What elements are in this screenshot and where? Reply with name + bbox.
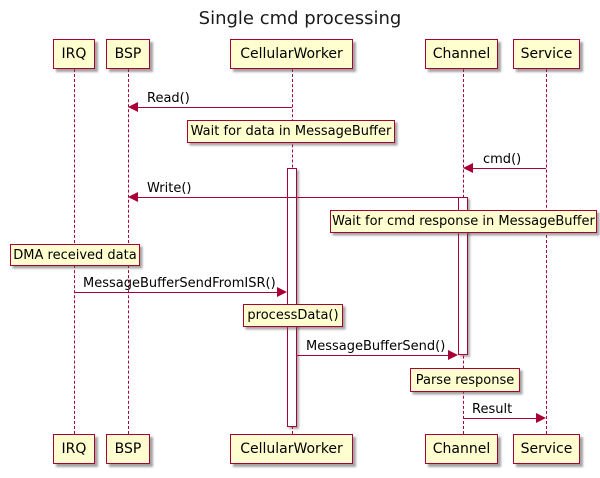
message-label-result: Result <box>472 402 513 417</box>
message-line-messagebuffersend <box>297 355 449 356</box>
message-line-result <box>463 418 537 419</box>
arrowhead-right-icon <box>448 350 458 360</box>
participant-bsp-bottom: BSP <box>106 434 150 464</box>
participant-label: BSP <box>114 441 142 457</box>
participant-label: BSP <box>114 46 142 62</box>
note-wait-for-data: Wait for data in MessageBuffer <box>187 120 395 143</box>
note-text: DMA received data <box>13 247 137 263</box>
arrowhead-left-icon <box>463 163 473 173</box>
participant-channel-bottom: Channel <box>425 434 498 464</box>
message-label-read: Read() <box>147 91 190 106</box>
message-label-messagebuffersend: MessageBufferSend() <box>306 339 446 354</box>
participant-label: Service <box>520 441 573 457</box>
participant-service-top: Service <box>513 39 580 69</box>
arrowhead-right-icon <box>536 413 546 423</box>
participant-cellularworker-bottom: CellularWorker <box>230 434 353 464</box>
note-dma-received-data: DMA received data <box>10 244 140 266</box>
arrowhead-right-icon <box>277 287 287 297</box>
note-text: Wait for data in MessageBuffer <box>190 124 392 139</box>
activation-cellularworker <box>287 168 297 427</box>
participant-label: CellularWorker <box>240 441 343 457</box>
note-text: Wait for cmd response in MessageBuffer <box>332 214 595 229</box>
lifeline-service <box>546 69 547 434</box>
note-wait-for-cmd-response: Wait for cmd response in MessageBuffer <box>330 210 597 233</box>
arrowhead-left-icon <box>128 192 138 202</box>
participant-channel-top: Channel <box>425 39 498 69</box>
participant-irq-top: IRQ <box>53 39 95 69</box>
participant-irq-bottom: IRQ <box>53 434 95 464</box>
participant-label: Service <box>520 46 573 62</box>
participant-service-bottom: Service <box>513 434 580 464</box>
activation-channel <box>458 197 468 355</box>
arrowhead-left-icon <box>128 102 138 112</box>
diagram-title: Single cmd processing <box>198 8 402 29</box>
participant-label: CellularWorker <box>240 46 343 62</box>
participant-label: Channel <box>432 441 491 457</box>
note-parse-response: Parse response <box>410 368 520 392</box>
note-text: processData() <box>247 308 339 323</box>
message-label-cmd: cmd() <box>483 152 522 167</box>
participant-bsp-top: BSP <box>106 39 150 69</box>
message-line-read <box>137 107 292 108</box>
participant-label: Channel <box>432 46 491 62</box>
note-processdata: processData() <box>243 304 343 327</box>
note-text: Parse response <box>415 372 515 388</box>
message-label-messagebuffersendfromisr: MessageBufferSendFromISR() <box>83 276 276 291</box>
message-line-cmd <box>472 168 546 169</box>
participant-label: IRQ <box>61 441 87 457</box>
message-line-messagebuffersendfromisr <box>74 292 278 293</box>
participant-cellularworker-top: CellularWorker <box>230 39 353 69</box>
message-line-write <box>137 197 458 198</box>
participant-label: IRQ <box>61 46 87 62</box>
message-label-write: Write() <box>147 181 192 196</box>
